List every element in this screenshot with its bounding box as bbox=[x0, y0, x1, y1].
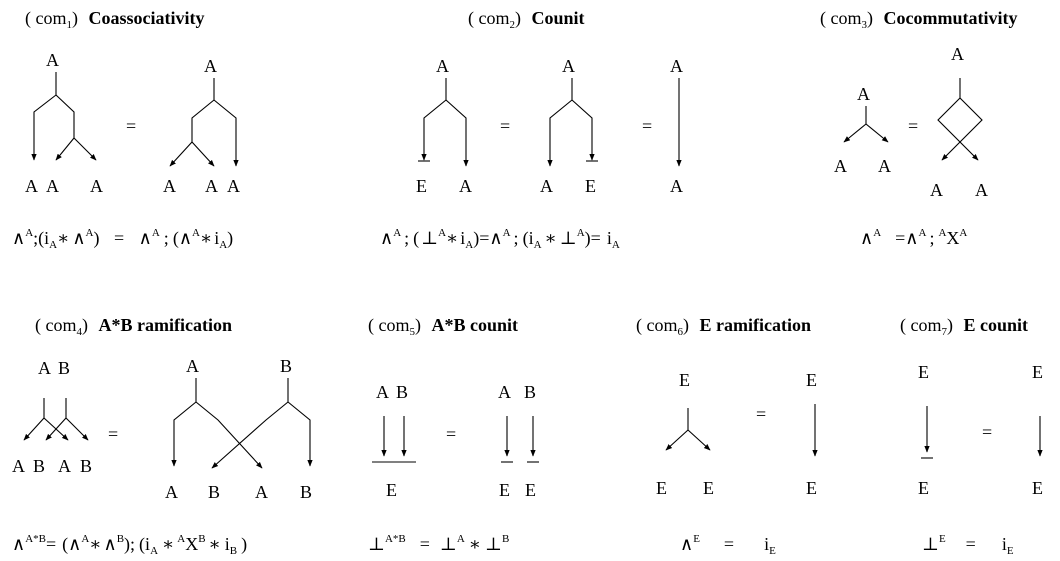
svg-text:=: = bbox=[446, 424, 456, 444]
svg-text:B: B bbox=[524, 382, 536, 402]
label-A: A bbox=[46, 50, 59, 70]
svg-text:=: = bbox=[500, 116, 510, 136]
panel-com2-title: ( com2) Counit bbox=[468, 8, 585, 31]
equation-com7: ⊥E=iE bbox=[922, 533, 1014, 557]
panel-com6: ( com6) E ramification E E E = E E ∧E=iE bbox=[636, 315, 818, 557]
equation-com6: ∧E=iE bbox=[680, 533, 776, 557]
svg-text:A: A bbox=[12, 456, 25, 476]
equation-com2: ∧A;(⊥A∗iA)=∧A;(iA∗⊥A)=iA bbox=[380, 227, 620, 251]
panel-com6-title: ( com6) E ramification bbox=[636, 315, 811, 338]
svg-text:E: E bbox=[499, 480, 510, 500]
svg-text:A: A bbox=[670, 56, 683, 76]
panel-com4-title: ( com4) A*B ramification bbox=[35, 315, 232, 338]
svg-text:B: B bbox=[300, 482, 312, 502]
svg-text:A: A bbox=[205, 176, 218, 196]
svg-text:A: A bbox=[38, 358, 51, 378]
svg-text:E: E bbox=[806, 478, 817, 498]
svg-text:A: A bbox=[165, 482, 178, 502]
svg-text:A: A bbox=[951, 44, 964, 64]
svg-text:E: E bbox=[525, 480, 536, 500]
panel-com5-title: ( com5) A*B counit bbox=[368, 315, 518, 338]
svg-text:E: E bbox=[703, 478, 714, 498]
svg-text:A: A bbox=[498, 382, 511, 402]
svg-text:A: A bbox=[376, 382, 389, 402]
equation-com5: ⊥A*B=⊥A∗⊥B bbox=[368, 533, 509, 554]
svg-text:E: E bbox=[1032, 478, 1043, 498]
svg-text:A: A bbox=[930, 180, 943, 200]
svg-text:=: = bbox=[908, 116, 918, 136]
panel-com3: ( com3) Cocommutativity A A A = A A A ∧A… bbox=[820, 8, 1017, 248]
equation-com1: ∧A;(iA∗∧A) = ∧A;(∧A∗iA) bbox=[12, 227, 233, 251]
svg-text:A: A bbox=[975, 180, 988, 200]
panel-com3-title: ( com3) Cocommutativity bbox=[820, 8, 1017, 31]
svg-text:A: A bbox=[186, 356, 199, 376]
svg-text:B: B bbox=[396, 382, 408, 402]
svg-text:A: A bbox=[25, 176, 38, 196]
svg-text:E: E bbox=[806, 370, 817, 390]
svg-text:A: A bbox=[46, 176, 59, 196]
panel-com5: ( com5) A*B counit A B E = A B E E ⊥A*B=… bbox=[368, 315, 539, 554]
svg-text:E: E bbox=[679, 370, 690, 390]
svg-text:A: A bbox=[562, 56, 575, 76]
svg-text:A: A bbox=[436, 56, 449, 76]
panel-com4: ( com4) A*B ramification A B A B A B = A… bbox=[12, 315, 313, 557]
svg-text:B: B bbox=[80, 456, 92, 476]
svg-text:A: A bbox=[227, 176, 240, 196]
svg-text:A: A bbox=[459, 176, 472, 196]
equation-com3: ∧A=∧A;AXA bbox=[860, 227, 967, 248]
svg-text:E: E bbox=[1032, 362, 1043, 382]
svg-text:E: E bbox=[656, 478, 667, 498]
equation-com4: ∧A*B=(∧A∗∧B);(iA∗AXB∗iB) bbox=[12, 533, 247, 557]
svg-text:A: A bbox=[90, 176, 103, 196]
svg-text:=: = bbox=[756, 404, 766, 424]
panel-com7: ( com7) E counit E E = E E ⊥E=iE bbox=[900, 315, 1043, 557]
svg-text:E: E bbox=[918, 362, 929, 382]
svg-text:=: = bbox=[642, 116, 652, 136]
svg-text:B: B bbox=[208, 482, 220, 502]
svg-text:A: A bbox=[540, 176, 553, 196]
panel-com1: ( com1) Coassociativity A A A A = A A A … bbox=[12, 8, 240, 251]
svg-text:A: A bbox=[670, 176, 683, 196]
svg-text:B: B bbox=[58, 358, 70, 378]
panel-com7-title: ( com7) E counit bbox=[900, 315, 1028, 338]
svg-text:=: = bbox=[126, 116, 136, 136]
svg-text:E: E bbox=[386, 480, 397, 500]
svg-text:A: A bbox=[255, 482, 268, 502]
svg-text:A: A bbox=[58, 456, 71, 476]
svg-text:A: A bbox=[834, 156, 847, 176]
svg-text:A: A bbox=[878, 156, 891, 176]
panel-com1-title: ( com1) Coassociativity bbox=[25, 8, 204, 31]
svg-text:=: = bbox=[108, 424, 118, 444]
svg-text:A: A bbox=[163, 176, 176, 196]
svg-text:E: E bbox=[585, 176, 596, 196]
svg-text:E: E bbox=[918, 478, 929, 498]
svg-text:A: A bbox=[857, 84, 870, 104]
svg-text:E: E bbox=[416, 176, 427, 196]
svg-text:B: B bbox=[280, 356, 292, 376]
svg-text:A: A bbox=[204, 56, 217, 76]
svg-text:B: B bbox=[33, 456, 45, 476]
svg-text:=: = bbox=[982, 422, 992, 442]
panel-com2: ( com2) Counit A E A = A A E = A A ∧A;(⊥… bbox=[380, 8, 683, 251]
